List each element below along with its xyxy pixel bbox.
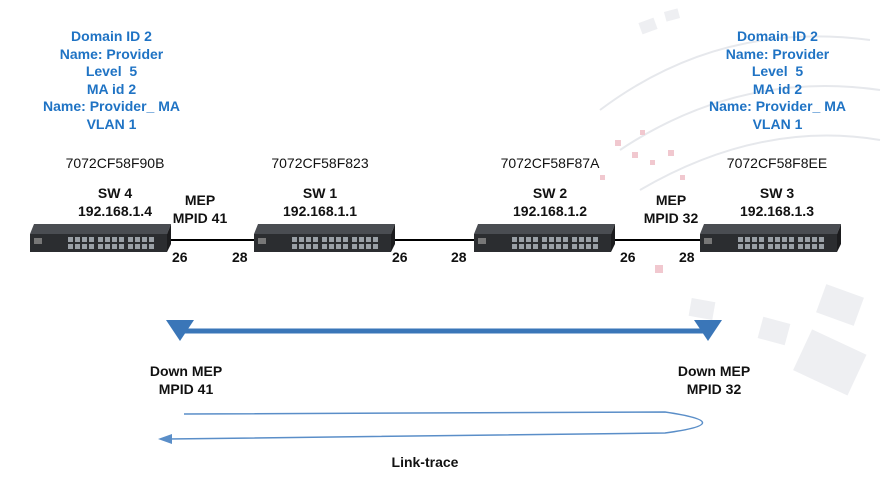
- domain-level: Level 5: [85, 63, 138, 79]
- switch-name: SW 2: [532, 185, 568, 201]
- switch-ip: 192.168.1.3: [740, 203, 814, 219]
- vlan: VLAN 1: [752, 115, 803, 132]
- port-label-sw1-right: 26: [392, 249, 408, 265]
- switch-sw4-labels: 7072CF58F90B SW 4 192.168.1.4: [40, 154, 190, 220]
- switch-mac: 7072CF58F87A: [500, 155, 600, 171]
- ma-id: MA id 2: [86, 80, 137, 97]
- switch-mac: 7072CF58F90B: [65, 155, 165, 171]
- switch-sw3-icon: [700, 224, 841, 252]
- switch-name: SW 3: [759, 185, 795, 201]
- domain-level: Level 5: [751, 63, 804, 79]
- switch-sw3-labels: 7072CF58F8EE SW 3 192.168.1.3: [702, 154, 852, 220]
- port-label-sw3: 28: [679, 249, 695, 265]
- mep-label-right: MEP MPID 32: [643, 192, 699, 226]
- switch-ip: 192.168.1.1: [283, 203, 357, 219]
- switch-name: SW 1: [302, 185, 338, 201]
- domain-info-left: Domain ID 2 Name: Provider Level 5 MA id…: [20, 28, 203, 133]
- down-mep-right-triangle-icon: [694, 320, 722, 341]
- switch-ip: 192.168.1.4: [78, 203, 152, 219]
- switch-sw1-icon: [254, 224, 395, 252]
- vlan: VLAN 1: [86, 115, 137, 132]
- domain-id: Domain ID 2: [737, 28, 818, 44]
- ma-name: Name: Provider_ MA: [43, 98, 180, 114]
- ma-id: MA id 2: [752, 80, 803, 97]
- down-mep-left-triangle-icon: [166, 320, 194, 341]
- switch-ip: 192.168.1.2: [513, 203, 587, 219]
- switch-mac: 7072CF58F823: [271, 155, 369, 171]
- link-trace-label: Link-trace: [391, 454, 459, 470]
- switch-sw2-labels: 7072CF58F87A SW 2 192.168.1.2: [475, 154, 625, 220]
- domain-name: Name: Provider: [725, 45, 830, 62]
- domain-name: Name: Provider: [59, 45, 164, 62]
- domain-id: Domain ID 2: [71, 28, 152, 44]
- link-trace-curve: [167, 411, 703, 440]
- switch-sw1-labels: 7072CF58F823 SW 1 192.168.1.1: [245, 154, 395, 220]
- port-label-sw2-left: 28: [451, 249, 467, 265]
- ma-name: Name: Provider_ MA: [709, 98, 846, 114]
- down-mep-label-right: Down MEP MPID 32: [677, 363, 751, 397]
- port-label-sw4: 26: [172, 249, 188, 265]
- port-label-sw2-right: 26: [620, 249, 636, 265]
- switch-mac: 7072CF58F8EE: [726, 155, 828, 171]
- domain-info-right: Domain ID 2 Name: Provider Level 5 MA id…: [686, 28, 869, 133]
- switch-sw2-icon: [474, 224, 615, 252]
- switch-name: SW 4: [97, 185, 133, 201]
- link-trace-arrowhead-icon: [158, 434, 172, 444]
- port-label-sw1-left: 28: [232, 249, 248, 265]
- switch-sw4-icon: [30, 224, 171, 252]
- down-mep-label-left: Down MEP MPID 41: [149, 363, 223, 397]
- mep-label-left: MEP MPID 41: [172, 192, 228, 226]
